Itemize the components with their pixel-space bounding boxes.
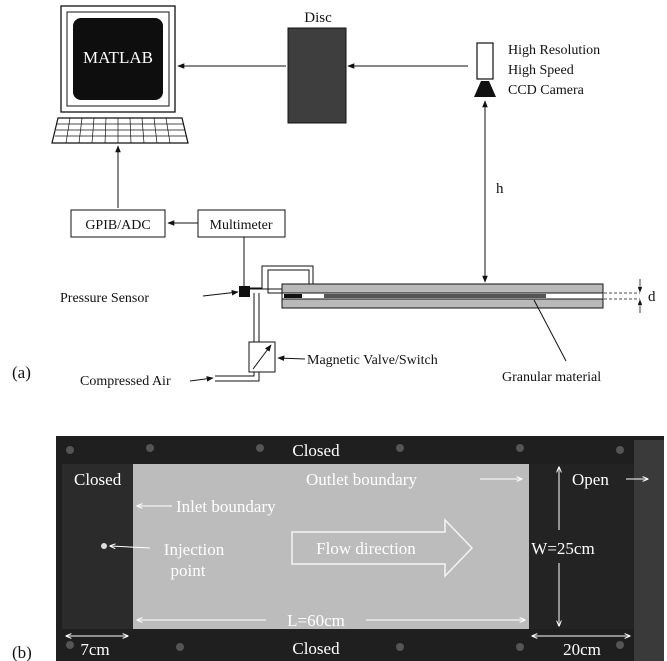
outlet-region: [529, 464, 634, 629]
closed-bottom-label: Closed: [292, 639, 340, 658]
panel-b-label: (b): [12, 643, 32, 661]
hele-shaw-cell: [281, 283, 604, 309]
valve-switch-icon: [252, 344, 272, 370]
compressed-air-label: Compressed Air: [80, 374, 171, 389]
pressure-sensor-pointer: [202, 289, 239, 297]
inlet-length-label: 7cm: [80, 640, 109, 659]
matlab-label: MATLAB: [83, 48, 153, 67]
closed-top-label: Closed: [292, 441, 340, 460]
computer-icon: MATLAB: [51, 5, 189, 144]
length-label: L=60cm: [287, 611, 345, 630]
photo-right-edge: [634, 440, 664, 661]
injection-label-2: point: [171, 561, 206, 580]
inlet-boundary-label: Inlet boundary: [176, 497, 276, 516]
d-label: d: [648, 289, 656, 305]
camera-label-1: High Resolution: [508, 43, 600, 58]
granular-layer: [324, 294, 546, 298]
camera-icon: [474, 42, 496, 97]
panel-a-label: (a): [12, 363, 31, 382]
h-label: h: [496, 181, 504, 197]
injection-arrow: [110, 546, 151, 548]
disc-box: [287, 27, 347, 124]
multimeter-label: Multimeter: [210, 218, 273, 233]
multimeter-box: [197, 209, 286, 238]
gpib-adc-label: GPIB/ADC: [85, 218, 150, 233]
granular-label: Granular material: [502, 370, 601, 385]
panel-b: (b) Closed Closed Outlet boundary Open I…: [12, 436, 664, 661]
compressed-air-arrow: [189, 376, 214, 382]
flow-direction-arrow: [291, 518, 474, 578]
flow-direction-label: Flow direction: [316, 539, 416, 558]
valve-label: Magnetic Valve/Switch: [307, 353, 438, 368]
gpib-adc-box: [70, 209, 166, 238]
pressure-sensor-label: Pressure Sensor: [60, 291, 149, 306]
camera-label-2: High Speed: [508, 63, 574, 78]
width-label: W=25cm: [531, 539, 594, 558]
granular-pointer: [533, 299, 567, 362]
disc-label: Disc: [304, 10, 332, 26]
injection-point-marker: [101, 543, 107, 549]
cell-plate: [133, 464, 529, 629]
outlet-boundary-label: Outlet boundary: [306, 470, 417, 489]
frame-bolts: [66, 444, 624, 651]
gap-d-marker: [604, 279, 643, 313]
open-label: Open: [572, 470, 609, 489]
pressure-sensor-icon: [239, 286, 250, 297]
monitor-screen: [73, 18, 163, 100]
injection-label-1: Injection: [164, 540, 225, 559]
outlet-length-label: 20cm: [563, 640, 601, 659]
keyboard-icon: [51, 117, 189, 144]
valve-pointer: [277, 355, 306, 362]
panel-a: MATLAB Disc: [12, 5, 656, 389]
camera-label-3: CCD Camera: [508, 83, 585, 98]
closed-left-label: Closed: [74, 470, 122, 489]
